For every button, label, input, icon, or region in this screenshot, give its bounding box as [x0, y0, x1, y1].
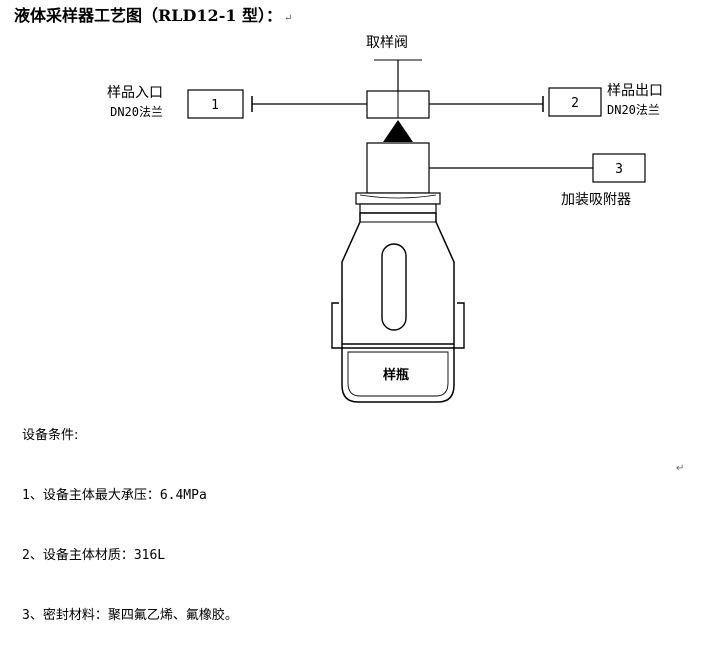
outlet-number: 2 — [571, 96, 579, 111]
inlet-number-box — [187, 89, 244, 119]
sight-window — [381, 243, 407, 331]
sampler-process-diagram: 1 2 3 样瓶 — [187, 59, 646, 403]
condition-item-3: 3、密封材料：聚四氟乙烯、氟橡胶。 — [22, 608, 238, 623]
sampling-valve-label: 取样阀 — [366, 35, 408, 51]
condition-item-2: 2、设备主体材质：316L — [22, 548, 166, 563]
outlet-label: 样品出口 DN20法兰 — [607, 82, 663, 120]
outlet-number-box — [548, 87, 602, 117]
inlet-name: 样品入口 — [107, 85, 163, 101]
handle-right — [453, 302, 465, 349]
absorber-number-box — [592, 153, 646, 183]
collar-thread-line — [359, 194, 437, 199]
conditions-heading: 设备条件: — [22, 428, 79, 443]
outlet-spec: DN20法兰 — [607, 103, 660, 117]
paragraph-mark: ↵ — [284, 13, 293, 24]
valve-needle-icon — [383, 120, 413, 142]
title-text: 液体采样器工艺图（RLD12-1 型）： — [14, 6, 283, 25]
sample-bottle — [341, 347, 455, 403]
upper-cylinder — [366, 142, 430, 194]
absorber-label: 加装吸附器 — [561, 192, 631, 208]
inlet-spec: DN20法兰 — [110, 105, 163, 119]
outlet-name: 样品出口 — [607, 83, 663, 99]
absorber-number: 3 — [615, 162, 623, 177]
condition-item-1: 1、设备主体最大承压：6.4MPa — [22, 488, 207, 503]
sample-bottle-label: 样瓶 — [383, 367, 409, 383]
end-paragraph-mark: ↵ — [676, 463, 685, 474]
diagram-title: 液体采样器工艺图（RLD12-1 型）：↵ — [14, 8, 292, 24]
inlet-label: 样品入口 DN20法兰 — [87, 84, 163, 122]
handle-left — [331, 302, 343, 349]
threaded-collar — [355, 192, 441, 205]
inlet-number: 1 — [211, 98, 219, 113]
equipment-conditions: 设备条件: 1、设备主体最大承压：6.4MPa 2、设备主体材质：316L 3、… — [22, 386, 238, 646]
collar-neck — [359, 203, 437, 214]
sample-bottle-inner — [347, 351, 449, 397]
